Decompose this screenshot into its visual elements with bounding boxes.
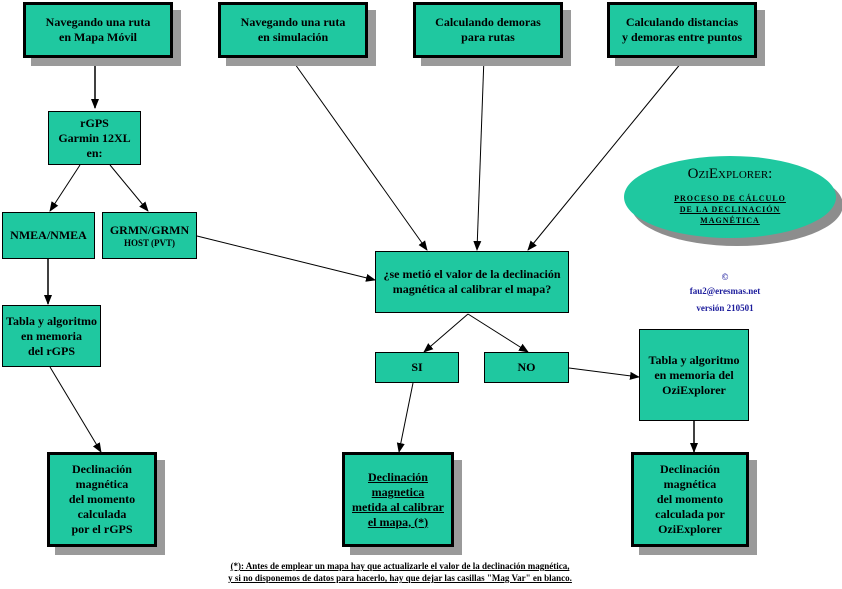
node-label: Declinación magnética del momento calcul… [655, 462, 725, 536]
arrow-pregunta-to-no [467, 313, 529, 353]
node-sublabel: HOST (PVT) [123, 237, 176, 248]
node-rgps: rGPS Garmin 12XL en: [48, 111, 141, 165]
arrow-si-to-decl-metida [396, 382, 414, 453]
arrow-demoras-to-pregunta [473, 56, 485, 251]
node-no: NO [484, 352, 569, 383]
node-label: Calculando demoras para rutas [435, 15, 541, 44]
node-label: Navegando una ruta en Mapa Móvil [45, 15, 151, 44]
node-tabla-ozi: Tabla y algoritmo en memoria del OziExpl… [639, 329, 749, 421]
node-label: rGPS Garmin 12XL en: [58, 115, 131, 160]
node-label: Navegando una ruta en simulación [240, 15, 346, 44]
node-calc-distancias: Calculando distancias y demoras entre pu… [607, 2, 757, 58]
node-nmea: NMEA/NMEA [2, 212, 95, 259]
arrow-rgps-to-nmea [49, 164, 81, 212]
version-label: versión 210501 [696, 303, 754, 313]
footnote: (*): Antes de emplear un mapa hay que ac… [228, 561, 572, 583]
diagram-subtitle: PROCESO DE CÁLCULO DE LA DECLINACIÓN MAG… [674, 194, 786, 225]
node-label: SI [411, 360, 423, 374]
node-pregunta: ¿se metió el valor de la declinación mag… [375, 251, 569, 313]
node-label: ¿se metió el valor de la declinación mag… [383, 267, 561, 296]
node-tabla-rgps: Tabla y algoritmo en memoria del rGPS [2, 305, 101, 367]
node-label: Calculando distancias y demoras entre pu… [621, 15, 743, 44]
node-label: Declinación magnetica metida al calibrar… [352, 469, 444, 529]
node-nav-mapa-movil: Navegando una ruta en Mapa Móvil [23, 2, 173, 58]
arrow-tabla-rgps-to-decl [49, 366, 102, 453]
arrow-rgps-to-grmn [109, 164, 149, 212]
copyright-symbol: © [721, 272, 729, 282]
node-nav-simulacion: Navegando una ruta en simulación [218, 2, 368, 58]
node-label: Tabla y algoritmo en memoria del OziExpl… [648, 352, 740, 397]
node-decl-ozi: Declinación magnética del momento calcul… [631, 452, 749, 547]
node-label: NO [517, 360, 536, 374]
node-label: NMEA/NMEA [10, 228, 87, 242]
node-decl-metida: Declinación magnetica metida al calibrar… [342, 452, 454, 547]
node-label: Tabla y algoritmo en memoria del rGPS [6, 313, 97, 358]
arrow-grmn-to-pregunta [196, 235, 376, 282]
node-label: Declinación magnética del momento calcul… [68, 462, 136, 536]
node-label: GRMN/GRMN [109, 222, 190, 237]
node-grmn: GRMN/GRMN HOST (PVT) [102, 212, 197, 259]
node-calc-demoras: Calculando demoras para rutas [413, 2, 563, 58]
author-email: fau2@eresmas.net [689, 286, 761, 296]
arrow-no-to-tabla-ozi [568, 367, 640, 380]
node-si: SI [375, 352, 459, 383]
diagram-title: OziExplorer: [687, 166, 773, 182]
arrow-distancias-to-pregunta [527, 56, 687, 251]
arrow-pregunta-to-si [423, 313, 469, 353]
node-decl-rgps: Declinación magnética del momento calcul… [47, 452, 157, 547]
title-ellipse: OziExplorer: PROCESO DE CÁLCULO DE LA DE… [624, 156, 836, 238]
arrow-simulacion-to-pregunta [289, 56, 428, 251]
